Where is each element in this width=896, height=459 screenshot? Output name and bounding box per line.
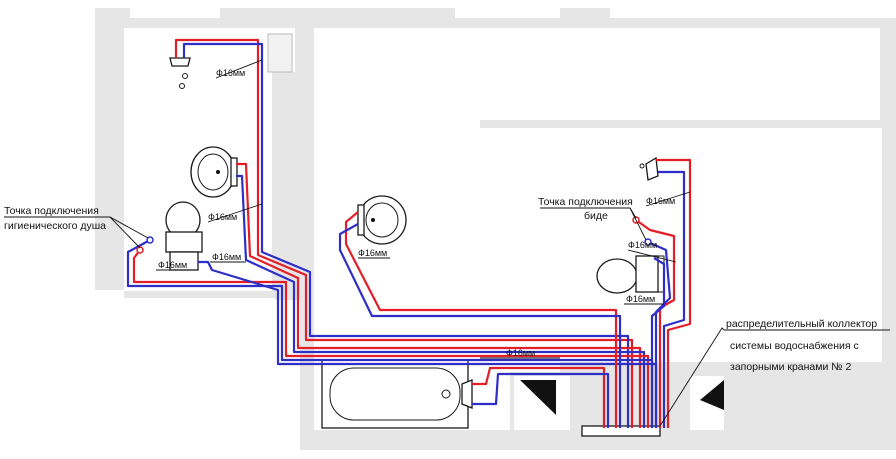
pipe-hot-bidet xyxy=(635,219,676,428)
bathtub xyxy=(321,359,473,429)
wall-bottom xyxy=(300,430,896,450)
hygienic-shower-label-line2: гигиенического душа xyxy=(4,220,106,232)
walls xyxy=(95,8,896,450)
shower-mixer-right xyxy=(639,156,659,181)
shaft xyxy=(267,33,293,73)
leader-pipe-7 xyxy=(645,191,691,207)
pipe-diameter-label: Ф16мм xyxy=(646,196,675,206)
pipe-diameter-label: Ф16мм xyxy=(158,260,187,270)
pipe-cold-basin-left xyxy=(236,174,646,428)
hygienic-shower-label-line1: Точка подключения xyxy=(4,205,99,217)
bidet-label-line1: Точка подключения xyxy=(538,196,633,208)
niche-right-mark xyxy=(700,380,724,410)
fixtures xyxy=(165,57,665,437)
wall-bottom-right xyxy=(690,362,896,376)
wall-notch xyxy=(95,96,124,126)
leader-pipe-2 xyxy=(207,203,263,223)
leaders xyxy=(4,59,890,427)
leader-pipe-8 xyxy=(627,249,677,263)
leader-collector xyxy=(659,327,725,427)
pipe-hot-hygienic xyxy=(132,249,650,428)
pipe-cold-bathtub xyxy=(472,372,610,428)
wall-left-room xyxy=(95,8,300,300)
floor-right-bath xyxy=(575,128,882,362)
pipes xyxy=(126,38,692,428)
bidet-cold-point xyxy=(644,238,652,246)
labels: Точка подключения гигиенического душа То… xyxy=(4,68,877,373)
niche-left-mark xyxy=(520,380,556,415)
pipe-diameter-label: Ф16мм xyxy=(506,348,535,358)
pipe-cold-bidet xyxy=(647,240,672,428)
pipe-cold-top-shower xyxy=(182,42,630,428)
pipe-cold-toilet-right xyxy=(650,257,666,428)
pipe-cold-shower-right xyxy=(658,170,686,428)
leader-hygienic-2 xyxy=(109,216,149,239)
pipe-diameter-label: Ф16мм xyxy=(628,240,657,250)
collector-label-line2: системы водоснабжения с xyxy=(730,340,859,352)
pipe-hot-basin-left xyxy=(236,162,642,428)
hygienic-shower-cold-point xyxy=(146,236,154,244)
hygienic-shower-hot-point xyxy=(136,246,144,254)
leader-pipe-1 xyxy=(215,59,263,79)
leader-bidet-2 xyxy=(629,207,647,241)
pipe-hot-top-shower xyxy=(174,38,634,428)
pipe-hot-shower-right xyxy=(656,158,692,428)
washbasin-middle xyxy=(357,195,407,245)
pipe-cold-basin-middle xyxy=(338,223,622,428)
wall-column xyxy=(272,72,300,298)
pipe-diameter-label: Ф16мм xyxy=(626,294,655,304)
collector-label-line3: запорными кранами № 2 xyxy=(730,361,851,373)
pipe-diameter-label: Ф16мм xyxy=(358,248,387,258)
washbasin-left xyxy=(190,146,238,198)
pipe-diameter-label: Ф16мм xyxy=(212,252,241,262)
bidet-label-line2: биде xyxy=(584,210,608,222)
pipe-hot-basin-middle xyxy=(344,211,618,428)
collector-label-line1: распределительный коллектор xyxy=(726,318,877,330)
toilet-left xyxy=(165,201,203,271)
pipe-hot-bathtub xyxy=(472,366,606,428)
pipe-diameter-label: Ф16мм xyxy=(216,68,245,78)
pipe-diameter-label: Ф16мм xyxy=(208,212,237,222)
